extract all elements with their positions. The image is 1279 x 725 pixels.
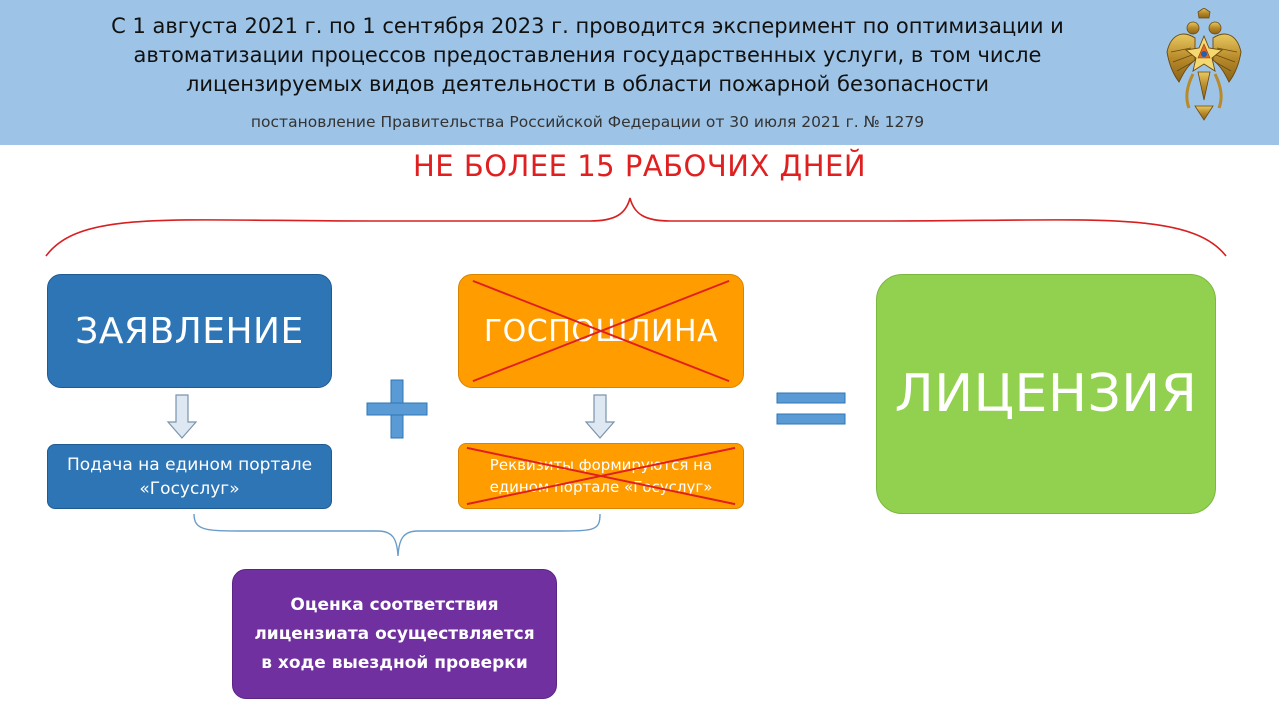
page-title: С 1 августа 2021 г. по 1 сентября 2023 г… [20, 12, 1155, 99]
title-line-2: автоматизации процессов предоставления г… [133, 43, 1042, 67]
fee-requisites-label: Реквизиты формируются на едином портале … [489, 456, 713, 496]
portal-submission-box: Подача на едином портале «Госуслуг» [47, 444, 332, 509]
compliance-assessment-box: Оценка соответствия лицензиата осуществл… [232, 569, 557, 699]
curly-brace-icon [45, 197, 1227, 257]
double-headed-eagle-emblem-icon [1166, 8, 1242, 121]
arrow-down-icon [584, 394, 616, 439]
arrow-down-icon [166, 394, 198, 439]
equals-icon [776, 392, 846, 425]
fee-requisites-box: Реквизиты формируются на едином портале … [458, 443, 744, 509]
state-fee-box: ГОСПОШЛИНА [458, 274, 744, 388]
curly-brace-icon [193, 513, 601, 557]
title-line-3: лицензируемых видов деятельности в облас… [185, 72, 990, 96]
page-subtitle: постановление Правительства Российской Ф… [250, 113, 925, 131]
state-fee-label: ГОСПОШЛИНА [483, 313, 719, 349]
application-box: ЗАЯВЛЕНИЕ [47, 274, 332, 388]
compliance-assessment-label: Оценка соответствия лицензиата осуществл… [254, 594, 535, 673]
license-box: ЛИЦЕНЗИЯ [876, 274, 1216, 514]
license-label: ЛИЦЕНЗИЯ [894, 364, 1198, 424]
application-label: ЗАЯВЛЕНИЕ [75, 310, 304, 352]
portal-submission-label: Подача на едином портале «Госуслуг» [66, 454, 313, 499]
plus-icon [366, 379, 428, 439]
deadline-label: НЕ БОЛЕЕ 15 РАБОЧИХ ДНЕЙ [412, 149, 867, 183]
title-line-1: С 1 августа 2021 г. по 1 сентября 2023 г… [111, 14, 1064, 38]
header-banner: С 1 августа 2021 г. по 1 сентября 2023 г… [0, 0, 1279, 145]
